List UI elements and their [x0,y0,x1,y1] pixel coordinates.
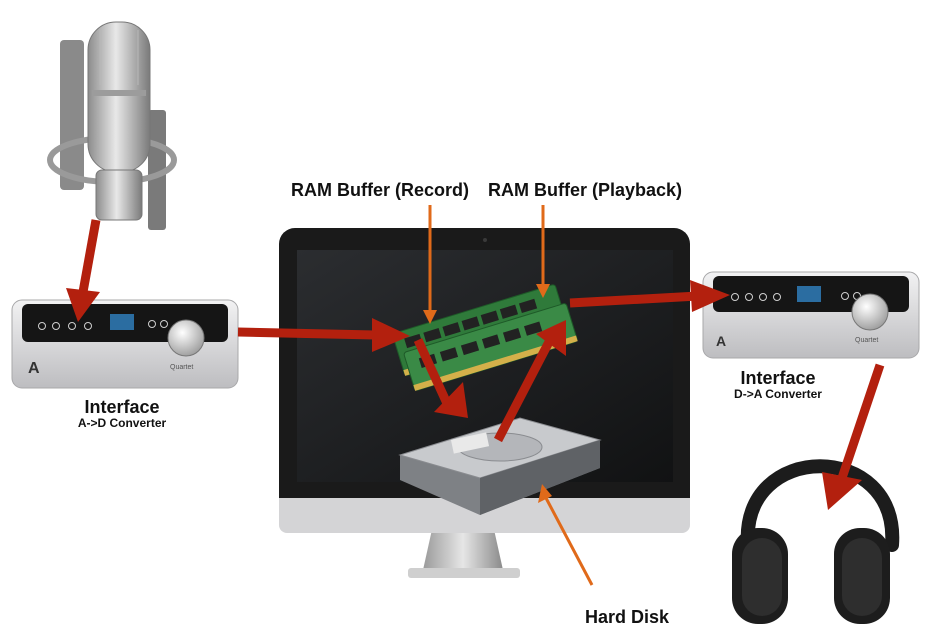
brand-logo: A [28,360,40,377]
label-interface-left-title: Interface [84,397,160,417]
hard-disk [398,417,602,515]
headphones [732,459,900,624]
label-hard-disk: Hard Disk [585,607,670,627]
arrow-interface-to-ram [237,318,410,352]
pointer-ram-record [423,205,437,324]
label-interface-right-title: Interface [740,368,816,388]
interface-right-device: A Quartet [702,271,920,359]
arrow-interface-to-headphones [822,363,885,510]
label-ram-buffer-playback: RAM Buffer (Playback) [488,180,683,200]
arrow-disk-to-ram [494,320,566,443]
label-pointer-arrows [423,205,594,586]
computer-monitor [279,228,690,578]
arrow-ram-to-disk [413,338,468,418]
interface-left-device: A Quartet [11,299,239,389]
label-interface-right-subtitle: D->A Converter [734,387,822,401]
pointer-ram-playback [536,205,550,298]
arrow-mic-to-interface [66,219,101,322]
ram-modules [392,284,578,391]
label-interface-left-subtitle: A->D Converter [77,416,167,430]
microphone [47,21,177,230]
signal-flow-arrows [66,219,885,510]
label-ram-buffer-record: RAM Buffer (Record) [291,180,469,200]
model-label: Quartet [855,337,878,344]
model-label: Quartet [170,364,193,371]
pointer-hard-disk [538,484,594,586]
brand-logo: A [716,333,726,349]
arrow-ram-to-interface [569,280,730,312]
